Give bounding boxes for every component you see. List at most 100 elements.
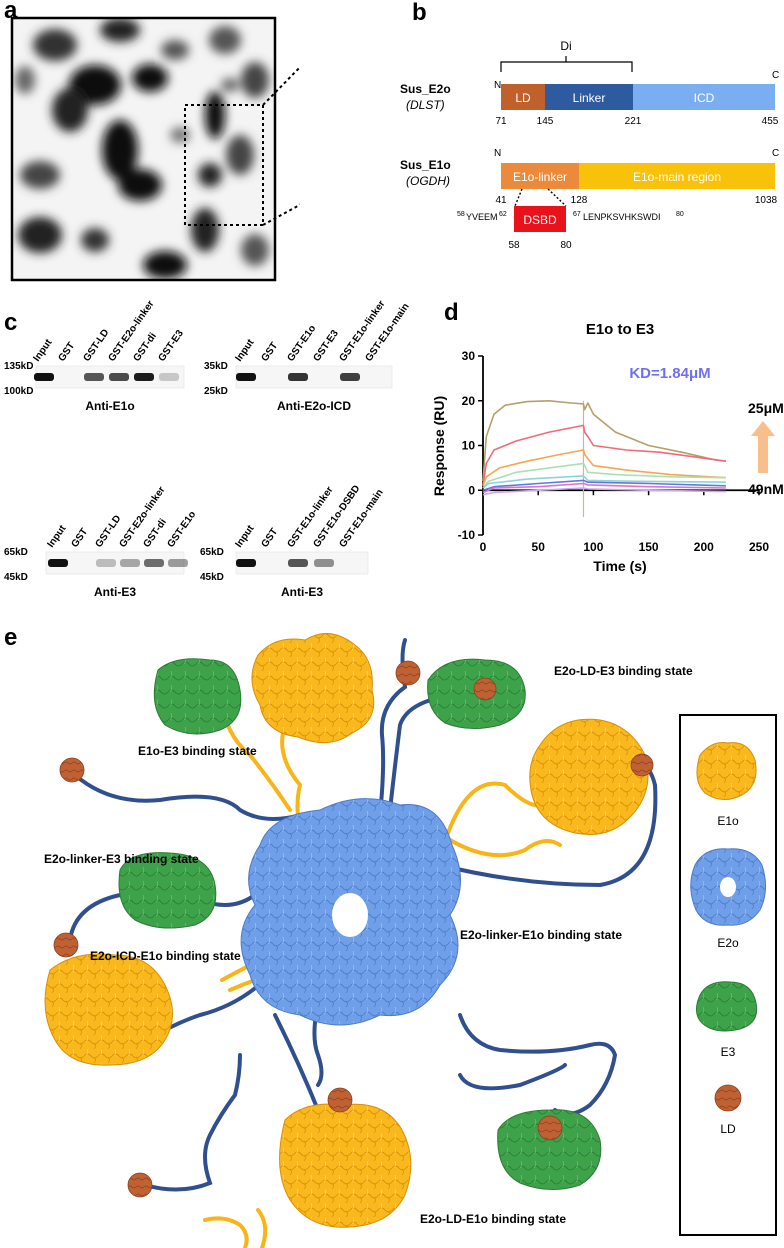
x-tick-label: 50 [532, 540, 546, 554]
lane-label: GST [259, 527, 280, 550]
mw-top: 65kD [4, 547, 28, 558]
blot-band [314, 559, 334, 567]
panel-a-svg: a [4, 0, 300, 282]
e2o-pos-1: 71 [495, 116, 507, 127]
blot-band [236, 559, 256, 567]
x-tick-label: 0 [480, 540, 487, 554]
e1o-n-term: N [494, 148, 501, 159]
state-ld-e1o: E2o-LD-E1o binding state [420, 1212, 566, 1226]
blot-band [109, 373, 129, 381]
state-e1o-e3: E1o-E3 binding state [138, 744, 257, 758]
e2o-segment-linker [545, 84, 633, 110]
series-line-2 [482, 424, 727, 486]
e1o-segment-main-label: E1o-main region [633, 170, 721, 184]
x-tick-label: 150 [639, 540, 659, 554]
state-linker-e3: E2o-linker-E3 binding state [44, 852, 199, 866]
legend-box: E1o E2o E3 LD [679, 714, 777, 1236]
di-bracket [500, 61, 633, 72]
panel-letter-b: b [412, 0, 427, 26]
lane-label: GST-E1o-DSBD [311, 483, 362, 549]
blot-band [34, 373, 54, 381]
y-tick-label: 30 [462, 349, 476, 363]
e2o-gene: (DLST) [406, 98, 445, 112]
e2o-segment-ld [501, 84, 545, 110]
blot-band [144, 559, 164, 567]
state-ld-e3: E2o-LD-E3 binding state [554, 664, 693, 678]
blot-membrane [235, 365, 393, 389]
e1o-segment-main [579, 163, 775, 189]
di-label: Di [560, 39, 571, 53]
blot-band [340, 373, 360, 381]
e2o-segment-linker-label: Linker [573, 91, 606, 105]
e2o-pos-4: 455 [762, 116, 779, 127]
x-tick-label: 100 [583, 540, 603, 554]
legend-e2o-icon [690, 848, 766, 926]
chart-title: E1o to E3 [586, 321, 654, 338]
mw-top: 35kD [204, 361, 228, 372]
legend-e3-label: E3 [721, 1045, 736, 1059]
blot-band [288, 559, 308, 567]
e1o-name: Sus_E1o [400, 158, 451, 172]
e1o-c-term: C [772, 148, 779, 159]
seq-left-end: 62 [499, 211, 507, 218]
series-line-6 [482, 479, 726, 492]
mw-bottom: 25kD [204, 386, 228, 397]
seq-right-start: 67 [573, 211, 581, 218]
lane-label: Input [31, 337, 54, 364]
x-tick-label: 250 [749, 540, 769, 554]
e2o-c-term: C [772, 70, 779, 81]
e1o-pos-1: 41 [495, 195, 507, 206]
conc-low-label: 49nM [748, 481, 784, 497]
panel-b-svg: b Di Sus_E2o (DLST) N C LD Linker ICD 71… [400, 0, 779, 251]
lane-label: GST-E1o-linker [337, 300, 387, 364]
mw-top: 65kD [200, 547, 224, 558]
e1o-segment-linker-label: E1o-linker [513, 170, 567, 184]
legend-ld-label: LD [720, 1122, 736, 1136]
blot-band [96, 559, 116, 567]
seq-right: LENPKSVHKSWDI [583, 212, 661, 222]
y-tick-label: 10 [462, 439, 476, 453]
panel-letter-e: e [4, 624, 17, 651]
y-tick-label: 20 [462, 394, 476, 408]
panel-letter-c: c [4, 309, 17, 336]
seq-left: YVEEM [466, 212, 498, 222]
lane-label: GST-E1o [165, 509, 198, 549]
e2o-pos-3: 221 [625, 116, 642, 127]
state-icd-e1o: E2o-ICD-E1o binding state [90, 949, 241, 963]
y-tick-label: 0 [468, 483, 475, 497]
lane-label: Input [233, 523, 256, 550]
blot-band [120, 559, 140, 567]
blot-band [168, 559, 188, 567]
dsbd-start: 58 [508, 240, 520, 251]
e2o-linker-strands [68, 638, 658, 1192]
antibody-label: Anti-E3 [94, 585, 136, 599]
antibody-label: Anti-E1o [85, 399, 134, 413]
panel-b: b Di Sus_E2o (DLST) N C LD Linker ICD 71… [396, 0, 784, 280]
e1o-gene: (OGDH) [406, 174, 450, 188]
seq-left-start: 58 [457, 211, 465, 218]
blot-band [288, 373, 308, 381]
blot-membrane [45, 551, 185, 575]
legend-ld-icon [714, 1084, 742, 1112]
antibody-label: Anti-E3 [281, 585, 323, 599]
e2o-n-term: N [494, 80, 501, 91]
e1o-pos-3: 1038 [755, 195, 778, 206]
blot-band [134, 373, 154, 381]
series-line-4 [482, 462, 726, 489]
lane-label: Input [233, 337, 256, 364]
ld-domains [53, 660, 654, 1198]
lane-label: GST-E3 [311, 328, 341, 364]
panel-a: a [0, 0, 300, 290]
mw-bottom: 45kD [4, 572, 28, 583]
dsbd-box [514, 206, 566, 232]
series-line-5 [482, 475, 726, 489]
x-axis-label: Time (s) [593, 558, 646, 574]
x-tick-label: 200 [694, 540, 714, 554]
state-linker-e1o: E2o-linker-E1o binding state [460, 928, 622, 942]
lane-label: Input [45, 523, 68, 550]
